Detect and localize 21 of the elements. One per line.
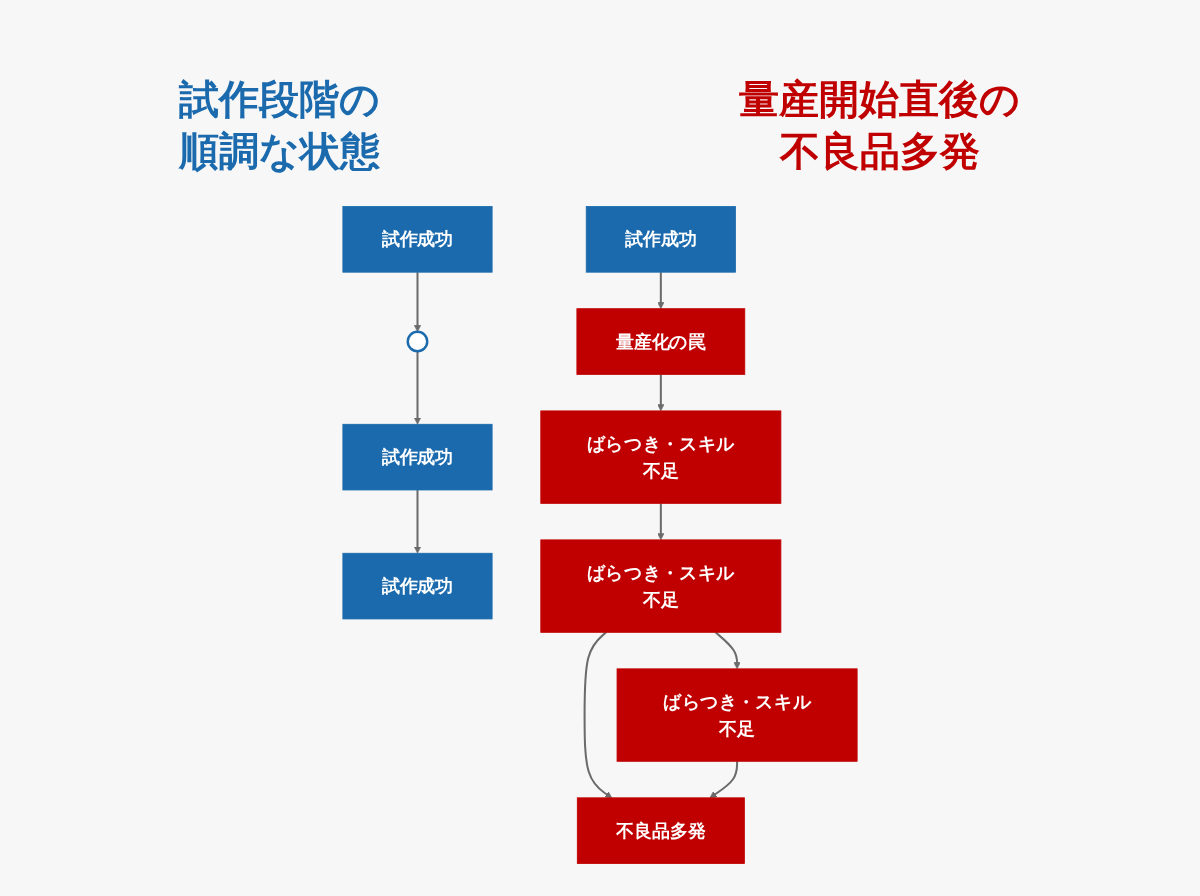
node-circle	[406, 330, 429, 353]
node-box: 試作成功	[585, 206, 736, 273]
arrow	[413, 351, 422, 425]
node-box: ばらつき・スキル不足	[540, 410, 782, 504]
heading: 量産開始直後の不良品多発	[738, 75, 1021, 176]
node-box: 試作成功	[342, 423, 493, 491]
node-box: 試作成功	[342, 206, 493, 273]
node-box: 不良品多発	[576, 797, 745, 864]
arrow	[657, 272, 665, 309]
arrow	[657, 374, 665, 412]
arrow	[413, 490, 422, 554]
arrow	[714, 631, 741, 670]
arrow	[413, 272, 422, 333]
node-box: ばらつき・スキル不足	[616, 668, 858, 762]
arrow	[709, 761, 739, 799]
arrow	[657, 503, 665, 541]
arrow	[583, 631, 613, 799]
node-box: 試作成功	[342, 552, 493, 620]
node-box: 量産化の罠	[576, 308, 746, 375]
node-box: ばらつき・スキル不足	[540, 539, 782, 633]
heading: 試作段階の順調な状態	[177, 75, 381, 176]
